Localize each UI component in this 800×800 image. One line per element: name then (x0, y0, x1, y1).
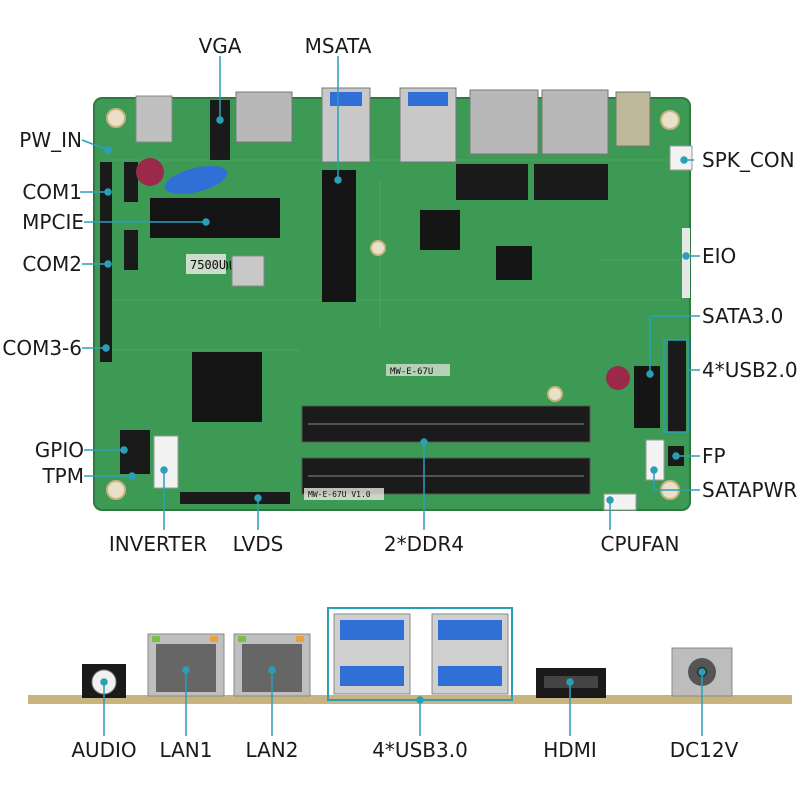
io-callout-lines (100, 666, 706, 736)
label-lan1: LAN1 (159, 738, 213, 762)
label-cpufan: CPUFAN (600, 532, 680, 556)
label-hdmi: HDMI (543, 738, 597, 762)
label-fp: FP (702, 444, 726, 468)
label-msata: MSATA (304, 34, 372, 58)
label-ddr4: 2*DDR4 (383, 532, 465, 556)
label-lan2: LAN2 (245, 738, 299, 762)
cpu-sticker: 7500U (190, 258, 226, 272)
label-inverter: INVERTER (108, 532, 208, 556)
label-pw-in: PW_IN (19, 128, 82, 152)
version-silk: MW-E-67U V1.0 (308, 490, 371, 499)
label-gpio: GPIO (34, 438, 84, 462)
label-eio: EIO (702, 244, 737, 268)
label-dc12v: DC12V (669, 738, 739, 762)
label-mpcie: MPCIE (22, 210, 84, 234)
label-com3-6: COM3-6 (2, 336, 82, 360)
label-satapwr: SATAPWR (702, 478, 798, 502)
model-silk: MW-E-67U (390, 367, 433, 377)
motherboard: 7500U 7500U MW-E-67U MW-E-67U V1.0 (93, 87, 693, 511)
label-usb30: 4*USB3.0 (372, 738, 468, 762)
label-audio: AUDIO (71, 738, 137, 762)
label-tpm: TPM (42, 464, 84, 488)
callout-lines (80, 56, 700, 530)
label-lvds: LVDS (232, 532, 284, 556)
label-spk-con: SPK_CON (702, 148, 795, 172)
label-com2: COM2 (22, 252, 82, 276)
label-usb20: 4*USB2.0 (702, 358, 798, 382)
label-com1: COM1 (22, 180, 82, 204)
label-vga: VGA (198, 34, 242, 58)
label-sata30: SATA3.0 (702, 304, 784, 328)
rear-io-panel (28, 607, 792, 704)
